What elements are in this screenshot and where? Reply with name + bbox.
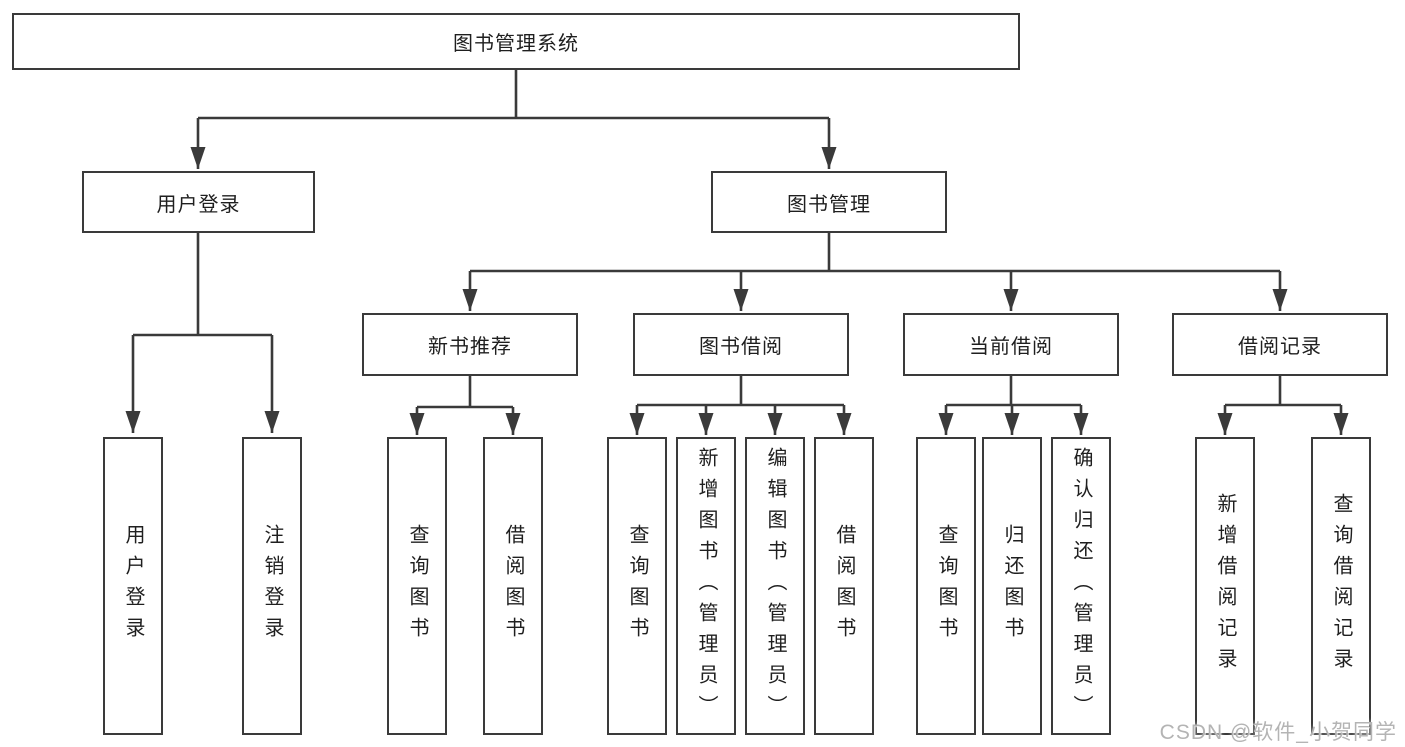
node-new-book-recommend: 新书推荐 [362, 313, 578, 376]
node-user-login: 用户登录 [82, 171, 315, 233]
node-add-books-admin: 新增图书（管理员） [676, 437, 736, 735]
node-borrow-books-1: 借阅图书 [483, 437, 543, 735]
node-query-books-1: 查询图书 [387, 437, 447, 735]
node-edit-books-admin: 编辑图书（管理员） [745, 437, 805, 735]
node-query-books-2: 查询图书 [607, 437, 667, 735]
node-current-borrow: 当前借阅 [903, 313, 1119, 376]
node-return-books: 归还图书 [982, 437, 1042, 735]
node-logout-leaf: 注销登录 [242, 437, 302, 735]
node-user-login-leaf: 用户登录 [103, 437, 163, 735]
node-borrow-books-2: 借阅图书 [814, 437, 874, 735]
node-borrow-records: 借阅记录 [1172, 313, 1388, 376]
node-query-borrow-record: 查询借阅记录 [1311, 437, 1371, 735]
csdn-watermark: CSDN @软件_小贺同学 [1159, 721, 1397, 744]
node-add-borrow-record: 新增借阅记录 [1195, 437, 1255, 735]
node-confirm-return-admin: 确认归还（管理员） [1051, 437, 1111, 735]
node-root: 图书管理系统 [12, 13, 1020, 70]
node-query-books-3: 查询图书 [916, 437, 976, 735]
node-book-borrow: 图书借阅 [633, 313, 849, 376]
node-book-management: 图书管理 [711, 171, 947, 233]
